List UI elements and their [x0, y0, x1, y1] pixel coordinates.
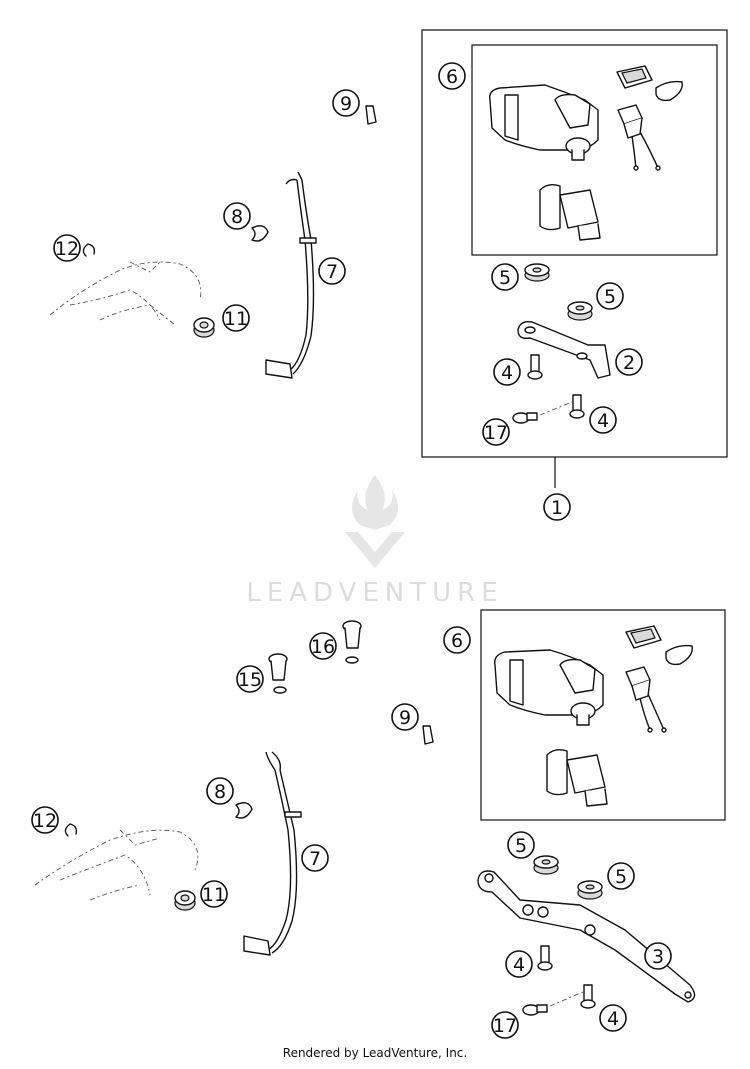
callout-label: 6: [446, 66, 458, 88]
switch-box-6: [471, 44, 718, 256]
callout-bottom-16: 16: [309, 632, 337, 660]
leadventure-flame-logo: [345, 475, 405, 568]
housing-ghost-top: [49, 261, 202, 326]
screw-4c: [537, 945, 553, 971]
switch-housing-bottom: [494, 649, 604, 726]
callout-top-12: 12: [53, 234, 81, 262]
callout-top-11: 11: [222, 304, 250, 332]
callout-label: 11: [202, 884, 226, 906]
bottom-assembly: [34, 609, 726, 1016]
callout-top-9: 9: [332, 89, 360, 117]
grommet-5b: [567, 301, 593, 321]
grommet-5a: [524, 263, 550, 282]
callout-top-6: 6: [438, 62, 466, 90]
callout-bottom-11: 11: [200, 880, 228, 908]
top-assembly: [49, 29, 728, 488]
screw-4b: [569, 394, 585, 419]
watermark-text: LEADVENTURE: [246, 578, 504, 608]
footer-credit: Rendered by LeadVenture, Inc.: [282, 1046, 468, 1060]
callout-label: 2: [623, 352, 635, 374]
callout-label: 17: [493, 1015, 517, 1037]
callout-bottom-4: 4: [599, 1004, 627, 1032]
callout-bottom-7: 7: [301, 844, 329, 872]
ring-12-bottom: [64, 823, 78, 837]
callout-label: 8: [214, 781, 226, 803]
callout-top-7: 7: [318, 257, 346, 285]
callout-label: 4: [501, 362, 513, 384]
callout-label: 7: [309, 848, 321, 870]
callout-top-1: 1: [543, 493, 571, 521]
screw-4d: [580, 984, 596, 1009]
callout-label: 9: [399, 707, 411, 729]
callout-label: 5: [615, 866, 627, 888]
callout-top-5: 5: [491, 263, 519, 291]
callout-label: 17: [484, 422, 508, 444]
callout-bottom-5: 5: [607, 862, 635, 890]
callout-label: 8: [231, 206, 243, 228]
callout-bottom-5: 5: [507, 831, 535, 859]
clip-8: [251, 225, 269, 242]
callout-label: 5: [499, 267, 511, 289]
callout-label: 16: [311, 636, 335, 658]
nut-11-bottom: [174, 890, 196, 911]
clip-8-bottom: [235, 802, 253, 819]
callout-label: 4: [607, 1008, 619, 1030]
callout-bottom-6: 6: [443, 626, 471, 654]
callout-bottom-17: 17: [491, 1011, 519, 1039]
callout-top-5: 5: [596, 282, 624, 310]
callout-bottom-15: 15: [236, 665, 264, 693]
pin-15: [268, 653, 288, 694]
bracket-2: [517, 320, 611, 379]
switch-box-6-bottom: [480, 609, 726, 821]
callout-bottom-12: 12: [31, 806, 59, 834]
callout-top-4: 4: [493, 358, 521, 386]
nut-11: [193, 317, 215, 338]
callout-top-2: 2: [615, 348, 643, 376]
screw-17-bottom: [522, 991, 584, 1016]
pin-9-bottom: [422, 725, 434, 745]
callout-label: 7: [326, 261, 338, 283]
cable-7-bottom: [243, 751, 302, 956]
callout-label: 11: [224, 308, 248, 330]
ring-12: [82, 243, 96, 257]
callout-label: 1: [551, 497, 563, 519]
pin-16: [342, 620, 362, 664]
switch-housing: [489, 84, 599, 161]
callout-label: 3: [652, 946, 664, 968]
kit-frame-1: [421, 29, 728, 458]
callout-label: 9: [340, 93, 352, 115]
screw-17-top: [512, 401, 573, 424]
connector-bottom: [625, 666, 667, 733]
pin-9: [365, 105, 377, 125]
callout-label: 6: [451, 630, 463, 652]
callout-label: 4: [513, 954, 525, 976]
callout-bottom-8: 8: [206, 777, 234, 805]
callout-label: 4: [597, 410, 609, 432]
bracket-3: [477, 870, 696, 1003]
callout-top-4: 4: [589, 406, 617, 434]
callout-label: 12: [55, 238, 79, 260]
callout-label: 5: [515, 835, 527, 857]
display-module-bottom: [625, 625, 693, 666]
cable-7: [265, 171, 317, 379]
display-module: [616, 65, 683, 102]
connector: [617, 104, 661, 171]
callout-bottom-9: 9: [391, 703, 419, 731]
switch-block: [539, 183, 601, 241]
callout-top-17: 17: [482, 418, 510, 446]
callout-label: 15: [238, 669, 262, 691]
screw-4a: [527, 354, 543, 380]
callout-bottom-3: 3: [644, 942, 672, 970]
housing-ghost-bottom: [34, 829, 199, 901]
switch-block-bottom: [546, 748, 608, 807]
callout-top-8: 8: [223, 202, 251, 230]
callout-bottom-4: 4: [505, 950, 533, 978]
callout-label: 5: [604, 286, 616, 308]
callout-label: 12: [33, 810, 57, 832]
grommet-5c: [533, 855, 559, 875]
callout-layer: 6 9 8 12 7 11 5 5 2 4 4 17 1 16 15 6 9 8 12 7 11 5 5 3 4 4 17: [31, 62, 672, 1039]
grommet-5d: [577, 880, 603, 900]
